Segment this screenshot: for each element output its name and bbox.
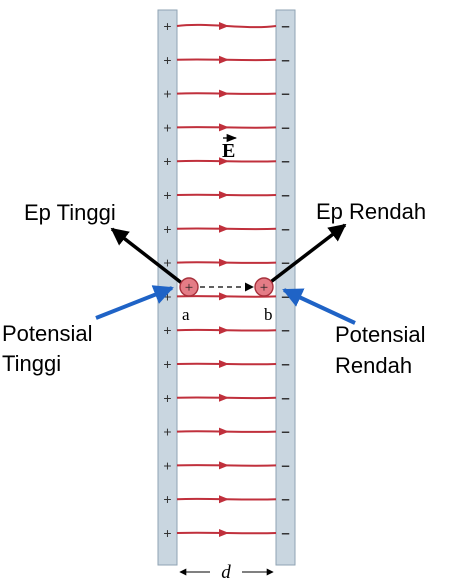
ep-low-arrow — [266, 223, 347, 286]
field-line-arrowhead — [219, 393, 229, 402]
field-line-arrowhead — [219, 360, 229, 368]
negative-sign: – — [281, 52, 289, 69]
negative-plate — [275, 9, 296, 566]
positive-sign: + — [163, 86, 171, 102]
field-line-arrowhead — [219, 495, 229, 504]
positive-sign: + — [163, 457, 171, 473]
potential-low-label-line2: Rendah — [335, 353, 412, 378]
field-line-arrowhead — [219, 89, 229, 98]
positive-sign: + — [163, 255, 171, 271]
negative-sign: – — [281, 390, 289, 407]
ep-low-label: Ep Rendah — [316, 199, 426, 224]
charge-b-sign: + — [260, 280, 268, 296]
negative-sign: – — [281, 119, 289, 136]
charge-at-b: + — [254, 277, 274, 297]
point-a-label: a — [182, 305, 190, 324]
negative-sign: – — [281, 525, 289, 542]
positive-sign: + — [163, 491, 171, 507]
field-line-arrowhead — [219, 22, 229, 30]
negative-sign: – — [281, 255, 289, 272]
negative-sign: – — [281, 221, 289, 238]
potential-low-arrow — [282, 288, 356, 325]
positive-sign: + — [163, 153, 171, 169]
field-label: E — [222, 140, 235, 162]
potential-low-label-line1: Potensial — [335, 322, 426, 347]
distance-label: d — [221, 562, 231, 583]
positive-sign: + — [163, 52, 171, 68]
plate-signs: +–+–+–+–+–+–+–+–+–+–+–+–+–+–+–+– — [163, 18, 289, 542]
positive-sign: + — [163, 424, 171, 440]
potential-high-label-line2: Tinggi — [2, 351, 61, 376]
field-line-arrowhead — [219, 258, 229, 267]
negative-sign: – — [281, 322, 289, 339]
positive-sign: + — [163, 525, 171, 541]
field-line-arrowhead — [219, 461, 229, 470]
potential-high-label-line1: Potensial — [2, 321, 93, 346]
field-line-arrowhead — [219, 529, 229, 537]
negative-sign: – — [281, 491, 289, 508]
ep-high-arrow — [110, 227, 185, 286]
field-line-arrowhead — [219, 191, 229, 199]
positive-sign: + — [163, 187, 171, 203]
field-line-arrowhead — [219, 326, 229, 335]
ep-high-label: Ep Tinggi — [24, 200, 116, 225]
negative-sign: – — [281, 187, 289, 204]
negative-sign: – — [281, 153, 289, 170]
negative-sign: – — [281, 356, 289, 373]
field-line-arrowhead — [219, 123, 229, 132]
negative-sign: – — [281, 86, 289, 103]
charge-at-a: + — [179, 277, 199, 297]
field-line-arrowhead — [219, 157, 229, 166]
field-line-arrowhead — [219, 55, 229, 64]
positive-sign: + — [163, 390, 171, 406]
field-lines — [176, 22, 277, 537]
point-b-label: b — [264, 305, 273, 324]
positive-sign: + — [163, 322, 171, 338]
positive-sign: + — [163, 356, 171, 372]
charge-a-sign: + — [185, 280, 193, 296]
positive-sign: + — [163, 119, 171, 135]
positive-sign: + — [163, 221, 171, 237]
negative-sign: – — [281, 18, 289, 35]
positive-sign: + — [163, 18, 171, 34]
field-line-arrowhead — [219, 292, 229, 301]
potential-high-arrow — [95, 285, 174, 320]
field-line-arrowhead — [219, 427, 229, 436]
field-line-arrowhead — [219, 224, 229, 233]
negative-sign: – — [281, 457, 289, 474]
negative-sign: – — [281, 424, 289, 441]
